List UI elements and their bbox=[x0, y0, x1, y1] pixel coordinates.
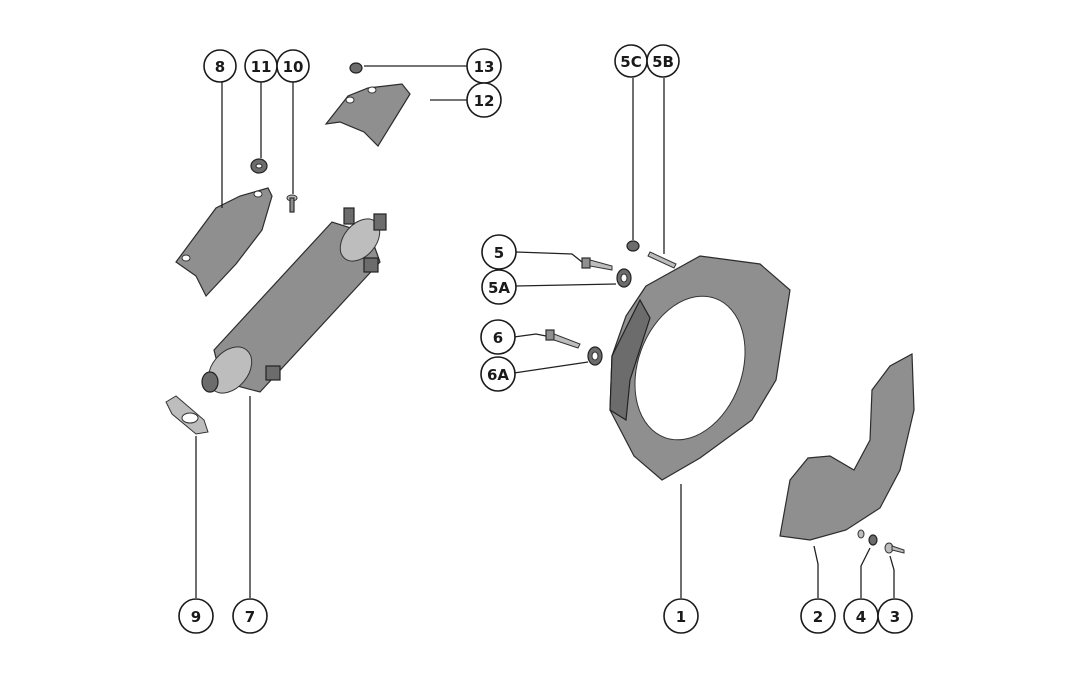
callout-5a-label: 5A bbox=[488, 279, 510, 297]
part-9-clamp bbox=[165, 395, 209, 435]
callout-4-label: 4 bbox=[856, 608, 866, 626]
callout-5: 5 bbox=[481, 234, 517, 270]
callout-11-label: 11 bbox=[251, 58, 272, 76]
callout-6: 6 bbox=[480, 319, 516, 355]
part-7-cooler bbox=[201, 207, 387, 394]
leader-lines bbox=[195, 65, 895, 598]
callout-6a-label: 6A bbox=[487, 366, 509, 384]
callout-10: 10 bbox=[276, 49, 310, 83]
part-5-bolt bbox=[581, 257, 613, 271]
callout-5b-label: 5B bbox=[652, 53, 674, 71]
part-1-flywheel-housing bbox=[609, 255, 791, 481]
callout-11: 11 bbox=[244, 49, 278, 83]
callout-5b: 5B bbox=[646, 44, 680, 78]
part-10-screw bbox=[286, 194, 298, 213]
part-5b-stud bbox=[647, 251, 677, 269]
callout-7-label: 7 bbox=[245, 608, 255, 626]
callout-7: 7 bbox=[232, 598, 268, 634]
callout-5c: 5C bbox=[614, 44, 648, 78]
callout-8-label: 8 bbox=[215, 58, 225, 76]
callout-6a: 6A bbox=[480, 356, 516, 392]
callout-13: 13 bbox=[466, 48, 502, 84]
callout-5c-label: 5C bbox=[620, 53, 641, 71]
callout-5-label: 5 bbox=[494, 244, 504, 262]
part-5a-washer bbox=[616, 268, 632, 288]
callout-4: 4 bbox=[843, 598, 879, 634]
callout-2-label: 2 bbox=[813, 608, 823, 626]
callout-6-label: 6 bbox=[493, 329, 503, 347]
part-2-cover-plate bbox=[779, 353, 915, 541]
callout-12: 12 bbox=[466, 82, 502, 118]
part-11-grommet bbox=[250, 158, 268, 174]
part-4-washer bbox=[857, 529, 878, 546]
part-12-shield-top bbox=[324, 83, 411, 147]
callout-5a: 5A bbox=[481, 269, 517, 305]
callout-3-label: 3 bbox=[890, 608, 900, 626]
callout-3: 3 bbox=[877, 598, 913, 634]
callout-12-label: 12 bbox=[474, 92, 495, 110]
part-3-screw bbox=[884, 542, 905, 554]
callout-8: 8 bbox=[203, 49, 237, 83]
callout-9: 9 bbox=[178, 598, 214, 634]
callout-13-label: 13 bbox=[474, 58, 495, 76]
part-8-shield-bottom bbox=[175, 187, 273, 298]
part-5c-nut bbox=[626, 240, 640, 252]
part-6-bolt bbox=[545, 329, 581, 349]
part-13-nut bbox=[349, 62, 363, 74]
callout-10-label: 10 bbox=[283, 58, 304, 76]
callout-9-label: 9 bbox=[191, 608, 201, 626]
callout-1-label: 1 bbox=[676, 608, 686, 626]
part-6a-washer bbox=[587, 346, 603, 366]
callout-1: 1 bbox=[663, 598, 699, 634]
callout-2: 2 bbox=[800, 598, 836, 634]
